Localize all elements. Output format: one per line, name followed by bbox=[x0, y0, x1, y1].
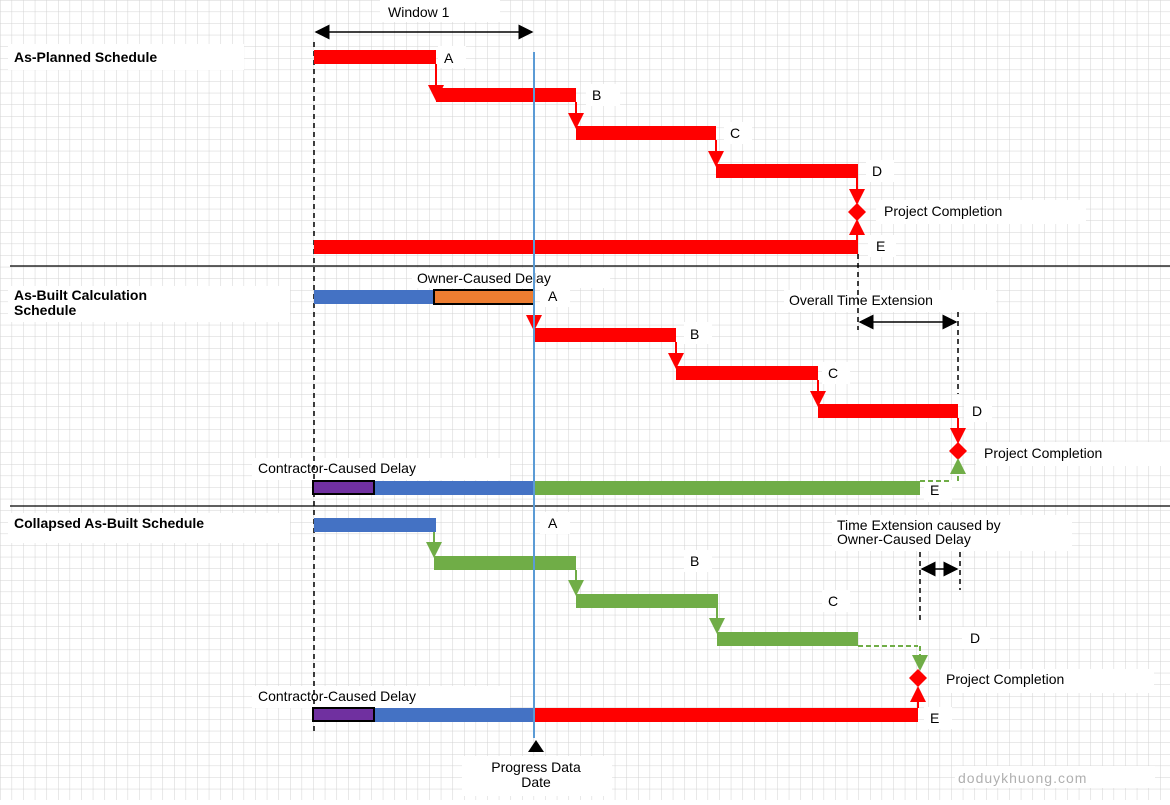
label-bg bbox=[412, 268, 610, 288]
label-bg bbox=[252, 686, 510, 708]
as-built-title-line1: As-Built Calculation bbox=[14, 287, 147, 303]
collapsed-bar-d bbox=[717, 632, 858, 646]
collapsed-actual-bar-e bbox=[375, 708, 534, 722]
planned-bar-b bbox=[436, 88, 576, 102]
time-extension-label-line2: Owner-Caused Delay bbox=[837, 531, 971, 547]
label-bg bbox=[380, 0, 500, 22]
activity-c-label: C bbox=[828, 593, 838, 609]
label-bg bbox=[684, 550, 712, 572]
project-completion-label: Project Completion bbox=[984, 445, 1102, 461]
progress-date-marker bbox=[528, 740, 544, 752]
planned-bar-e bbox=[314, 240, 858, 254]
label-bg bbox=[924, 707, 952, 729]
progress-label-line2: Date bbox=[521, 774, 551, 790]
collapsed-title: Collapsed As-Built Schedule bbox=[14, 515, 204, 531]
label-bg bbox=[540, 512, 570, 534]
activity-c-label: C bbox=[730, 125, 740, 141]
activity-e-label: E bbox=[930, 710, 939, 726]
asbuilt-bar-b bbox=[534, 328, 676, 342]
label-bg bbox=[962, 627, 990, 649]
activity-d-label: D bbox=[970, 630, 980, 646]
planned-bar-c bbox=[576, 126, 716, 140]
label-bg bbox=[252, 458, 510, 480]
collapsed-bar-a bbox=[314, 518, 436, 532]
activity-a-label: A bbox=[444, 50, 454, 66]
project-completion-label: Project Completion bbox=[884, 203, 1002, 219]
label-bg bbox=[940, 669, 1154, 693]
planned-bar-d bbox=[716, 164, 858, 178]
label-bg bbox=[832, 515, 1072, 551]
label-bg bbox=[955, 766, 1155, 788]
label-bg bbox=[964, 400, 992, 422]
activity-a-label: A bbox=[548, 515, 558, 531]
time-extension-label-line1: Time Extension caused by bbox=[837, 517, 1001, 533]
label-bg bbox=[868, 235, 896, 257]
label-bg bbox=[540, 285, 570, 307]
overall-time-extension-label: Overall Time Extension bbox=[789, 292, 933, 308]
project-completion-milestone bbox=[909, 669, 927, 687]
activity-b-label: B bbox=[592, 87, 601, 103]
watermark: doduykhuong.com bbox=[958, 770, 1087, 786]
label-bg bbox=[924, 480, 952, 502]
label-bg bbox=[724, 122, 752, 144]
progress-label-line1: Progress Data bbox=[491, 759, 581, 775]
remaining-bar-e bbox=[534, 481, 920, 495]
label-bg bbox=[822, 590, 850, 612]
as-built-title-line2: Schedule bbox=[14, 302, 76, 318]
contractor-delay-bar bbox=[312, 707, 375, 722]
label-bg bbox=[8, 286, 290, 322]
activity-e-label: E bbox=[930, 482, 939, 498]
asbuilt-bar-c bbox=[676, 366, 818, 380]
window-label: Window 1 bbox=[388, 4, 450, 20]
activity-e-label: E bbox=[876, 238, 885, 254]
label-bg bbox=[876, 200, 1086, 224]
label-bg bbox=[784, 290, 996, 312]
contractor-delay-bar bbox=[312, 480, 375, 495]
label-bg bbox=[586, 84, 620, 106]
label-bg bbox=[684, 322, 712, 344]
activity-b-label: B bbox=[690, 553, 699, 569]
label-bg bbox=[866, 160, 894, 182]
actual-bar-e bbox=[375, 481, 534, 495]
activity-c-label: C bbox=[828, 365, 838, 381]
project-completion-milestone bbox=[848, 203, 866, 221]
activity-a-label: A bbox=[548, 288, 558, 304]
as-planned-title: As-Planned Schedule bbox=[14, 49, 157, 65]
owner-delay-bar bbox=[433, 289, 535, 305]
owner-caused-delay-label: Owner-Caused Delay bbox=[417, 270, 551, 286]
collapsed-bar-c bbox=[576, 594, 718, 608]
label-bg bbox=[976, 442, 1170, 466]
contractor-caused-delay-label: Contractor-Caused Delay bbox=[258, 460, 416, 476]
activity-b-label: B bbox=[690, 326, 699, 342]
label-bg bbox=[462, 756, 612, 796]
actual-bar-a bbox=[314, 290, 434, 304]
planned-bar-a bbox=[314, 50, 436, 64]
label-bg bbox=[822, 362, 850, 384]
project-completion-label: Project Completion bbox=[946, 671, 1064, 687]
collapsed-bar-e bbox=[534, 708, 918, 722]
contractor-caused-delay-label: Contractor-Caused Delay bbox=[258, 688, 416, 704]
activity-d-label: D bbox=[972, 403, 982, 419]
label-bg bbox=[8, 513, 290, 543]
collapsed-bar-b bbox=[434, 556, 576, 570]
project-completion-milestone bbox=[949, 442, 967, 460]
asbuilt-bar-d bbox=[818, 404, 958, 418]
label-bg bbox=[438, 46, 466, 68]
label-bg bbox=[8, 44, 244, 70]
activity-d-label: D bbox=[872, 163, 882, 179]
